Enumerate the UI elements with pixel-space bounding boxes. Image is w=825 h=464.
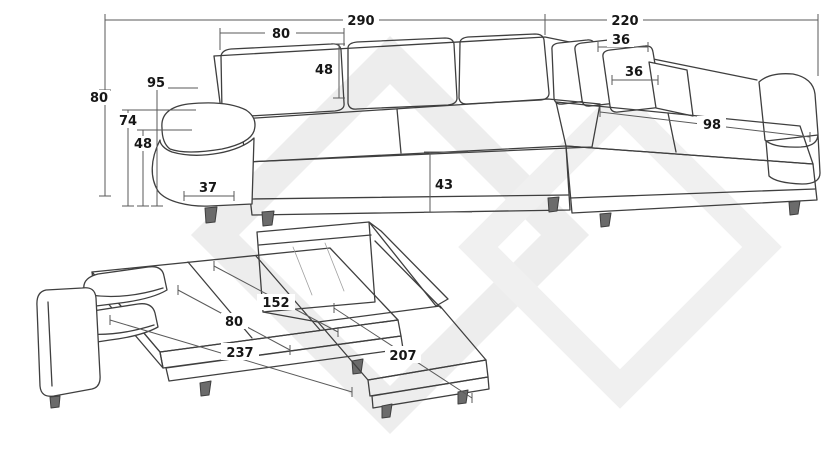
dim-total-width: 290 — [105, 12, 546, 35]
dim-chaise-seat-depth: 98 — [599, 107, 811, 142]
dim-label: 207 — [389, 349, 416, 364]
dim-label-bg — [343, 12, 379, 28]
dim-back-cushion-height: 48 — [312, 43, 345, 99]
dim-chaise-total-depth: 220 — [545, 12, 819, 76]
dim-label: 36 — [625, 65, 643, 80]
right-armrest-front — [765, 134, 821, 185]
dim-label: 98 — [703, 118, 721, 133]
dim-armrest-peak-height: 95 — [144, 75, 198, 207]
dim-label-bg — [620, 64, 647, 79]
dim-label-bg — [607, 12, 643, 28]
dim-label: 37 — [199, 181, 217, 196]
dim-label: 80 — [272, 27, 290, 42]
dim-label-bg — [265, 25, 296, 41]
dim-label: 220 — [611, 14, 638, 29]
armrest-panel-edge — [47, 301, 53, 387]
mattress-front-face — [159, 319, 402, 369]
folded-armrest-panel — [36, 287, 101, 397]
dim-label-bg — [433, 176, 455, 192]
dim-label: 36 — [612, 33, 630, 48]
panel-base-line — [262, 311, 319, 323]
sofa-bed-drawing — [36, 221, 490, 419]
left-armrest-top — [161, 102, 256, 153]
back-cushion-2 — [347, 37, 458, 110]
sofa-leg — [788, 200, 801, 216]
dim-label-bg — [257, 294, 295, 310]
dim-label-bg — [89, 90, 110, 105]
dim-base-height: 43 — [424, 151, 472, 213]
sofa-leg — [261, 210, 275, 227]
dim-label-bg — [385, 346, 421, 363]
dim-label: 237 — [226, 346, 253, 361]
dim-label: 80 — [225, 315, 243, 330]
panel-hatch-line — [292, 246, 313, 296]
dim-label: 80 — [90, 91, 108, 106]
watermark-diamond — [458, 85, 782, 409]
dim-label-bg — [116, 113, 139, 128]
dim-label-bg — [195, 180, 220, 195]
right-armrest-top — [758, 73, 819, 148]
dim-bed-width: 152 — [213, 261, 339, 337]
dim-arm-side-height: 48 — [131, 129, 192, 207]
dim-label-bg — [221, 343, 259, 360]
chaise-rail-line — [569, 188, 816, 199]
dim-pillow-b: 36 — [611, 64, 659, 85]
dim-label: 152 — [262, 296, 289, 311]
sofa-leg — [204, 206, 218, 224]
sofa-leg — [599, 212, 612, 228]
backrest-panel-a-edge — [258, 234, 372, 246]
panel-hatch-line — [324, 242, 345, 292]
bed-leg — [199, 380, 212, 397]
dim-label-bg — [697, 116, 726, 132]
dim-label: 290 — [347, 14, 374, 29]
assembled-dimensions: 290 220 80 95 — [89, 12, 819, 213]
bed-leg — [49, 395, 61, 409]
dim-backrest-height: 74 — [116, 109, 196, 207]
pillow-shade-line — [89, 287, 164, 298]
dim-label-bg — [144, 75, 168, 90]
corner-wedge-cushion — [648, 61, 694, 117]
dim-pillow-a: 36 — [597, 32, 649, 52]
sofa-leg — [547, 196, 560, 213]
dim-label: 48 — [134, 137, 152, 152]
dim-back-cushion-width: 80 — [219, 25, 345, 50]
backrest-panel-b — [368, 221, 449, 307]
dim-chaise-length: 207 — [333, 303, 473, 403]
chaise-front-face — [565, 145, 818, 214]
dim-label-bg — [312, 61, 335, 77]
dim-seat-depth: 80 — [177, 285, 291, 355]
mattress-seam — [255, 255, 321, 331]
back-cushion-3 — [458, 33, 550, 105]
dim-label-bg — [221, 313, 248, 329]
bed-dimensions: 152 80 237 207 — [109, 261, 473, 403]
dim-overall-height: 80 — [89, 14, 111, 197]
dim-label-bg — [607, 32, 634, 47]
dim-label: 74 — [119, 114, 137, 129]
seat-seam — [396, 108, 402, 154]
dim-label: 43 — [435, 178, 453, 193]
dim-label: 95 — [147, 76, 165, 91]
front-rail-line — [247, 194, 569, 200]
dim-armrest-width: 37 — [183, 180, 235, 201]
dim-label-bg — [131, 136, 154, 151]
dim-bed-length: 237 — [109, 315, 353, 397]
bed-leg — [381, 403, 393, 419]
dim-label: 48 — [315, 63, 333, 78]
backrest-panel-b-edge — [374, 240, 442, 309]
backrest-panel-a — [256, 221, 376, 313]
left-armrest-front — [151, 137, 255, 207]
chaise-seat-seam — [667, 112, 677, 153]
